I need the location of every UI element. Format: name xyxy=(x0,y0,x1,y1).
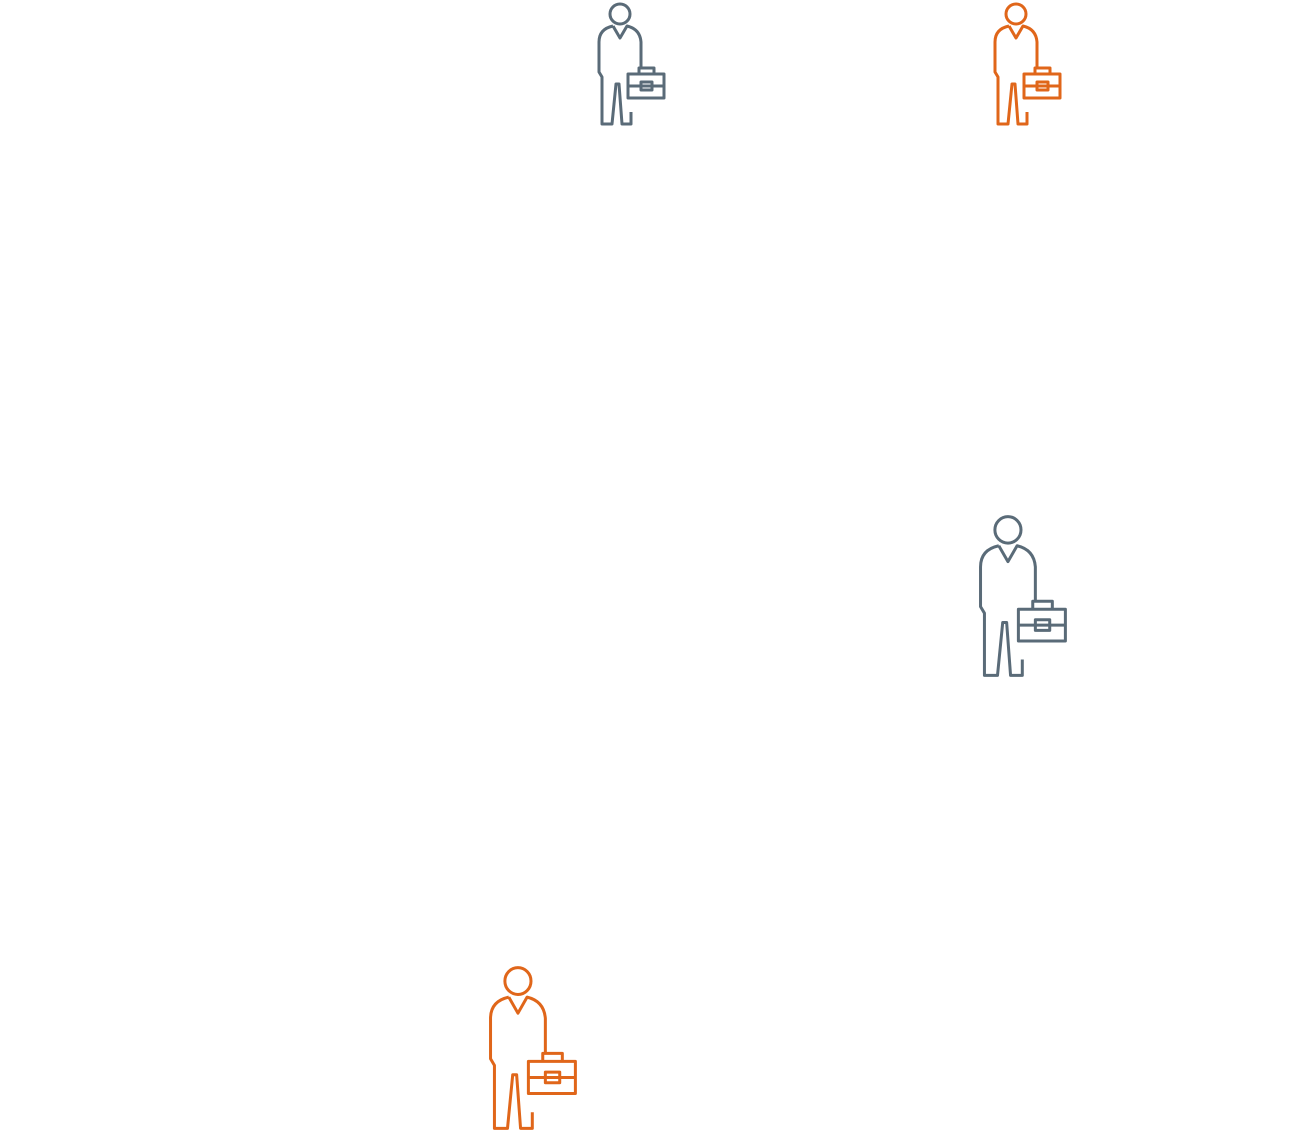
businessperson-briefcase-icon xyxy=(974,514,1068,678)
businessperson-briefcase-icon xyxy=(990,2,1062,126)
businessperson-briefcase-icon xyxy=(484,965,578,1130)
businessperson-briefcase-icon xyxy=(594,2,666,126)
